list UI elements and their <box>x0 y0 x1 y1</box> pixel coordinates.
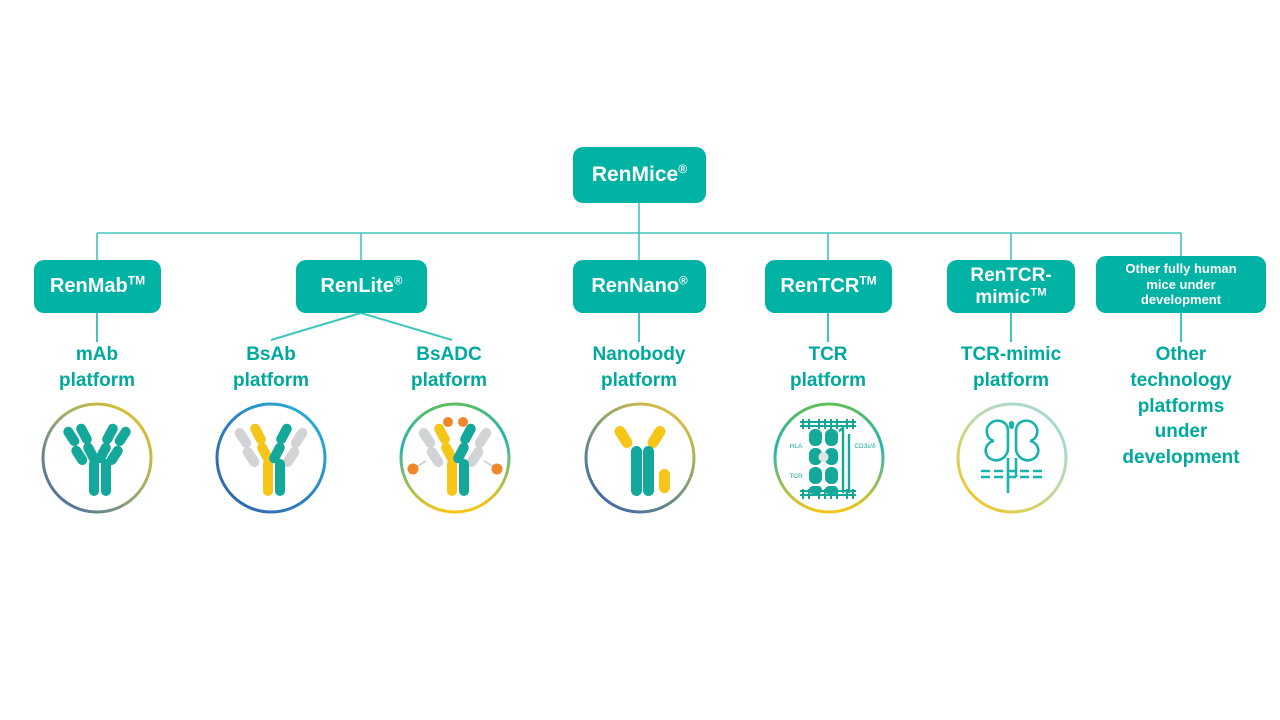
label-line-1: Other <box>1155 344 1207 365</box>
label-line-4: under <box>1154 421 1208 443</box>
label-line-2: platform <box>973 369 1049 391</box>
registered-mark: ® <box>679 274 688 288</box>
tcr-icon-label-hla: HLA <box>790 443 803 450</box>
label-line-5: development <box>1122 447 1240 469</box>
free-nanobody <box>659 469 670 493</box>
label-other-technology-platforms: Other technology platforms under develop… <box>1101 342 1261 471</box>
label-nanobody-platform: Nanobody platform <box>559 342 719 394</box>
node-other-mice-label: Other fully human mice under development <box>1125 260 1237 308</box>
label-line-1: BsADC <box>416 344 482 365</box>
node-rennano-label: RenNano® <box>591 274 688 298</box>
label-line-2: platform <box>59 369 135 391</box>
peptide-dot <box>818 452 829 462</box>
tcr-mimic-icon <box>956 402 1068 514</box>
label-line-2: platform <box>233 369 309 391</box>
membrane-dashed <box>981 469 1043 479</box>
label-bsadc-platform: BsADC platform <box>369 342 529 394</box>
antibody-drug-conjugate-icon <box>399 402 511 514</box>
tcr-icon-label-cd3: CD3ε/δ <box>854 443 876 450</box>
node-rentcr[interactable]: RenTCRTM <box>765 260 892 313</box>
label-line-1: Nanobody <box>592 344 686 365</box>
node-other-mice[interactable]: Other fully human mice under development <box>1096 256 1266 313</box>
node-rennano[interactable]: RenNano® <box>573 260 706 313</box>
label-line-2: platform <box>790 369 866 391</box>
label-line-1: mAb <box>75 344 119 365</box>
trademark-mark: TM <box>859 273 877 288</box>
membrane-bottom <box>800 489 856 499</box>
registered-mark: ® <box>393 274 403 288</box>
drug-payload-dots <box>407 417 503 475</box>
node-renmab-label: RenMabTM <box>49 273 146 298</box>
label-line-1: TCR-mimic <box>960 344 1062 365</box>
label-line-1: TCR <box>808 344 848 365</box>
label-tcr-platform: TCR platform <box>748 342 908 394</box>
node-rentcr-mimic[interactable]: RenTCR- mimicTM <box>947 260 1075 313</box>
cd3-chains <box>838 425 851 493</box>
mimic-antibody-outline <box>984 419 1040 493</box>
nanobody-icon <box>584 402 696 514</box>
tcr-complex-icon: HLA CD3ε/δ TCR <box>773 402 885 514</box>
membrane-top <box>800 419 856 429</box>
label-mab-platform: mAb platform <box>17 342 177 394</box>
antibody-mab-icon <box>41 402 153 514</box>
node-renmice-label: RenMice® <box>591 162 688 187</box>
node-renmab[interactable]: RenMabTM <box>34 260 161 313</box>
label-line-2: platform <box>411 369 487 391</box>
node-renlite-label: RenLite® <box>320 274 403 298</box>
label-line-1: BsAb <box>246 344 296 365</box>
registered-mark: ® <box>678 162 688 177</box>
label-bsab-platform: BsAb platform <box>191 342 351 394</box>
tcr-icon-label-tcr: TCR <box>789 473 803 480</box>
label-line-2: technology <box>1130 369 1232 391</box>
node-rentcr-label: RenTCRTM <box>780 273 877 298</box>
node-rentcr-mimic-label: RenTCR- mimicTM <box>970 265 1052 308</box>
node-renmice[interactable]: RenMice® <box>573 147 706 203</box>
trademark-mark: TM <box>1030 286 1047 299</box>
antibody-bispecific-icon <box>215 402 327 514</box>
label-line-3: platforms <box>1137 395 1225 417</box>
label-line-2: platform <box>601 369 677 391</box>
label-tcr-mimic-platform: TCR-mimic platform <box>931 342 1091 394</box>
trademark-mark: TM <box>127 273 146 288</box>
node-renlite[interactable]: RenLite® <box>296 260 427 313</box>
